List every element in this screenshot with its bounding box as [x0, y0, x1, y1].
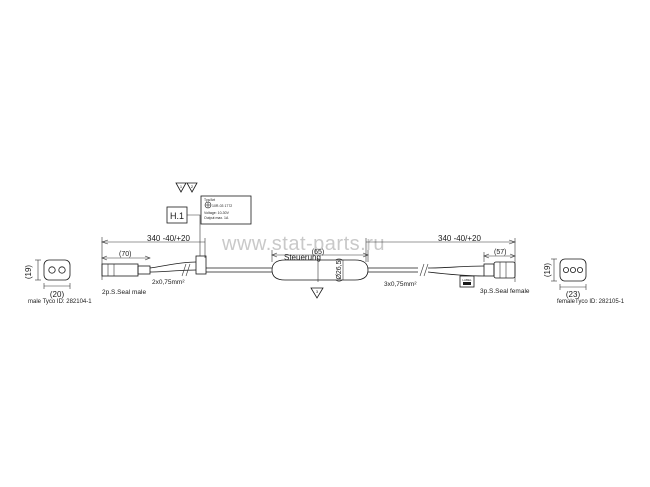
right-connector-side-view	[483, 252, 516, 279]
triangle-3-label: 3	[316, 289, 319, 294]
right-length-label: 340 -40/+20	[438, 234, 481, 243]
right-height-dim: (19)	[543, 263, 552, 278]
left-connector-front-view	[35, 259, 71, 289]
left-length-dimension	[101, 237, 206, 280]
module-diameter-dim: (Ø26,5)	[336, 258, 343, 282]
right-width-dim: (23)	[566, 290, 581, 299]
spec-line-2: 10R-03 1772	[212, 204, 232, 208]
left-length-label: 340 -40/+20	[147, 234, 190, 243]
module-label: Steuerung	[284, 253, 321, 262]
small-box-text: LABEL	[462, 278, 472, 282]
module-length-dim: (65)	[312, 249, 324, 256]
left-connector-side-view	[101, 255, 151, 277]
spec-label-box	[200, 195, 252, 225]
right-connector-front-view	[551, 258, 587, 290]
right-length-dimension	[365, 238, 516, 282]
marker-id: H.1	[170, 211, 184, 221]
spec-line-1: Typ/Art	[204, 198, 215, 202]
watermark: www.stat-parts.ru	[221, 233, 385, 255]
left-height-dim: (19)	[24, 265, 33, 280]
left-connector-type: 2p.S.Seal male	[102, 289, 146, 296]
spec-line-3: Voltage: 10-30V	[204, 211, 230, 215]
bottom-triangle-symbol	[310, 287, 324, 299]
top-triangle-symbols	[175, 182, 198, 193]
left-connector-length: (70)	[119, 251, 131, 258]
left-width-dim: (20)	[50, 290, 65, 299]
cable-left-segment	[149, 261, 272, 277]
left-part-label: male Tyco ID: 282104-1	[28, 299, 92, 305]
right-connector-length: (57)	[494, 249, 506, 256]
triangle-1-label: 1	[180, 184, 183, 189]
right-connector-type: 3p.S.Seal female	[480, 288, 530, 295]
cable-right-segment	[368, 263, 485, 277]
spec-line-4: Output max. 1A	[204, 216, 229, 220]
small-label-box	[459, 275, 475, 288]
left-wire-spec: 2x0,75mm²	[152, 279, 185, 286]
right-wire-spec: 3x0,75mm²	[384, 281, 417, 288]
control-module	[271, 250, 369, 282]
triangle-2-label: 2	[191, 184, 194, 189]
right-part-label: femaleTyco ID: 282105-1	[557, 299, 625, 305]
marker-sleeve	[195, 255, 207, 275]
marker-h1-box	[166, 206, 201, 256]
